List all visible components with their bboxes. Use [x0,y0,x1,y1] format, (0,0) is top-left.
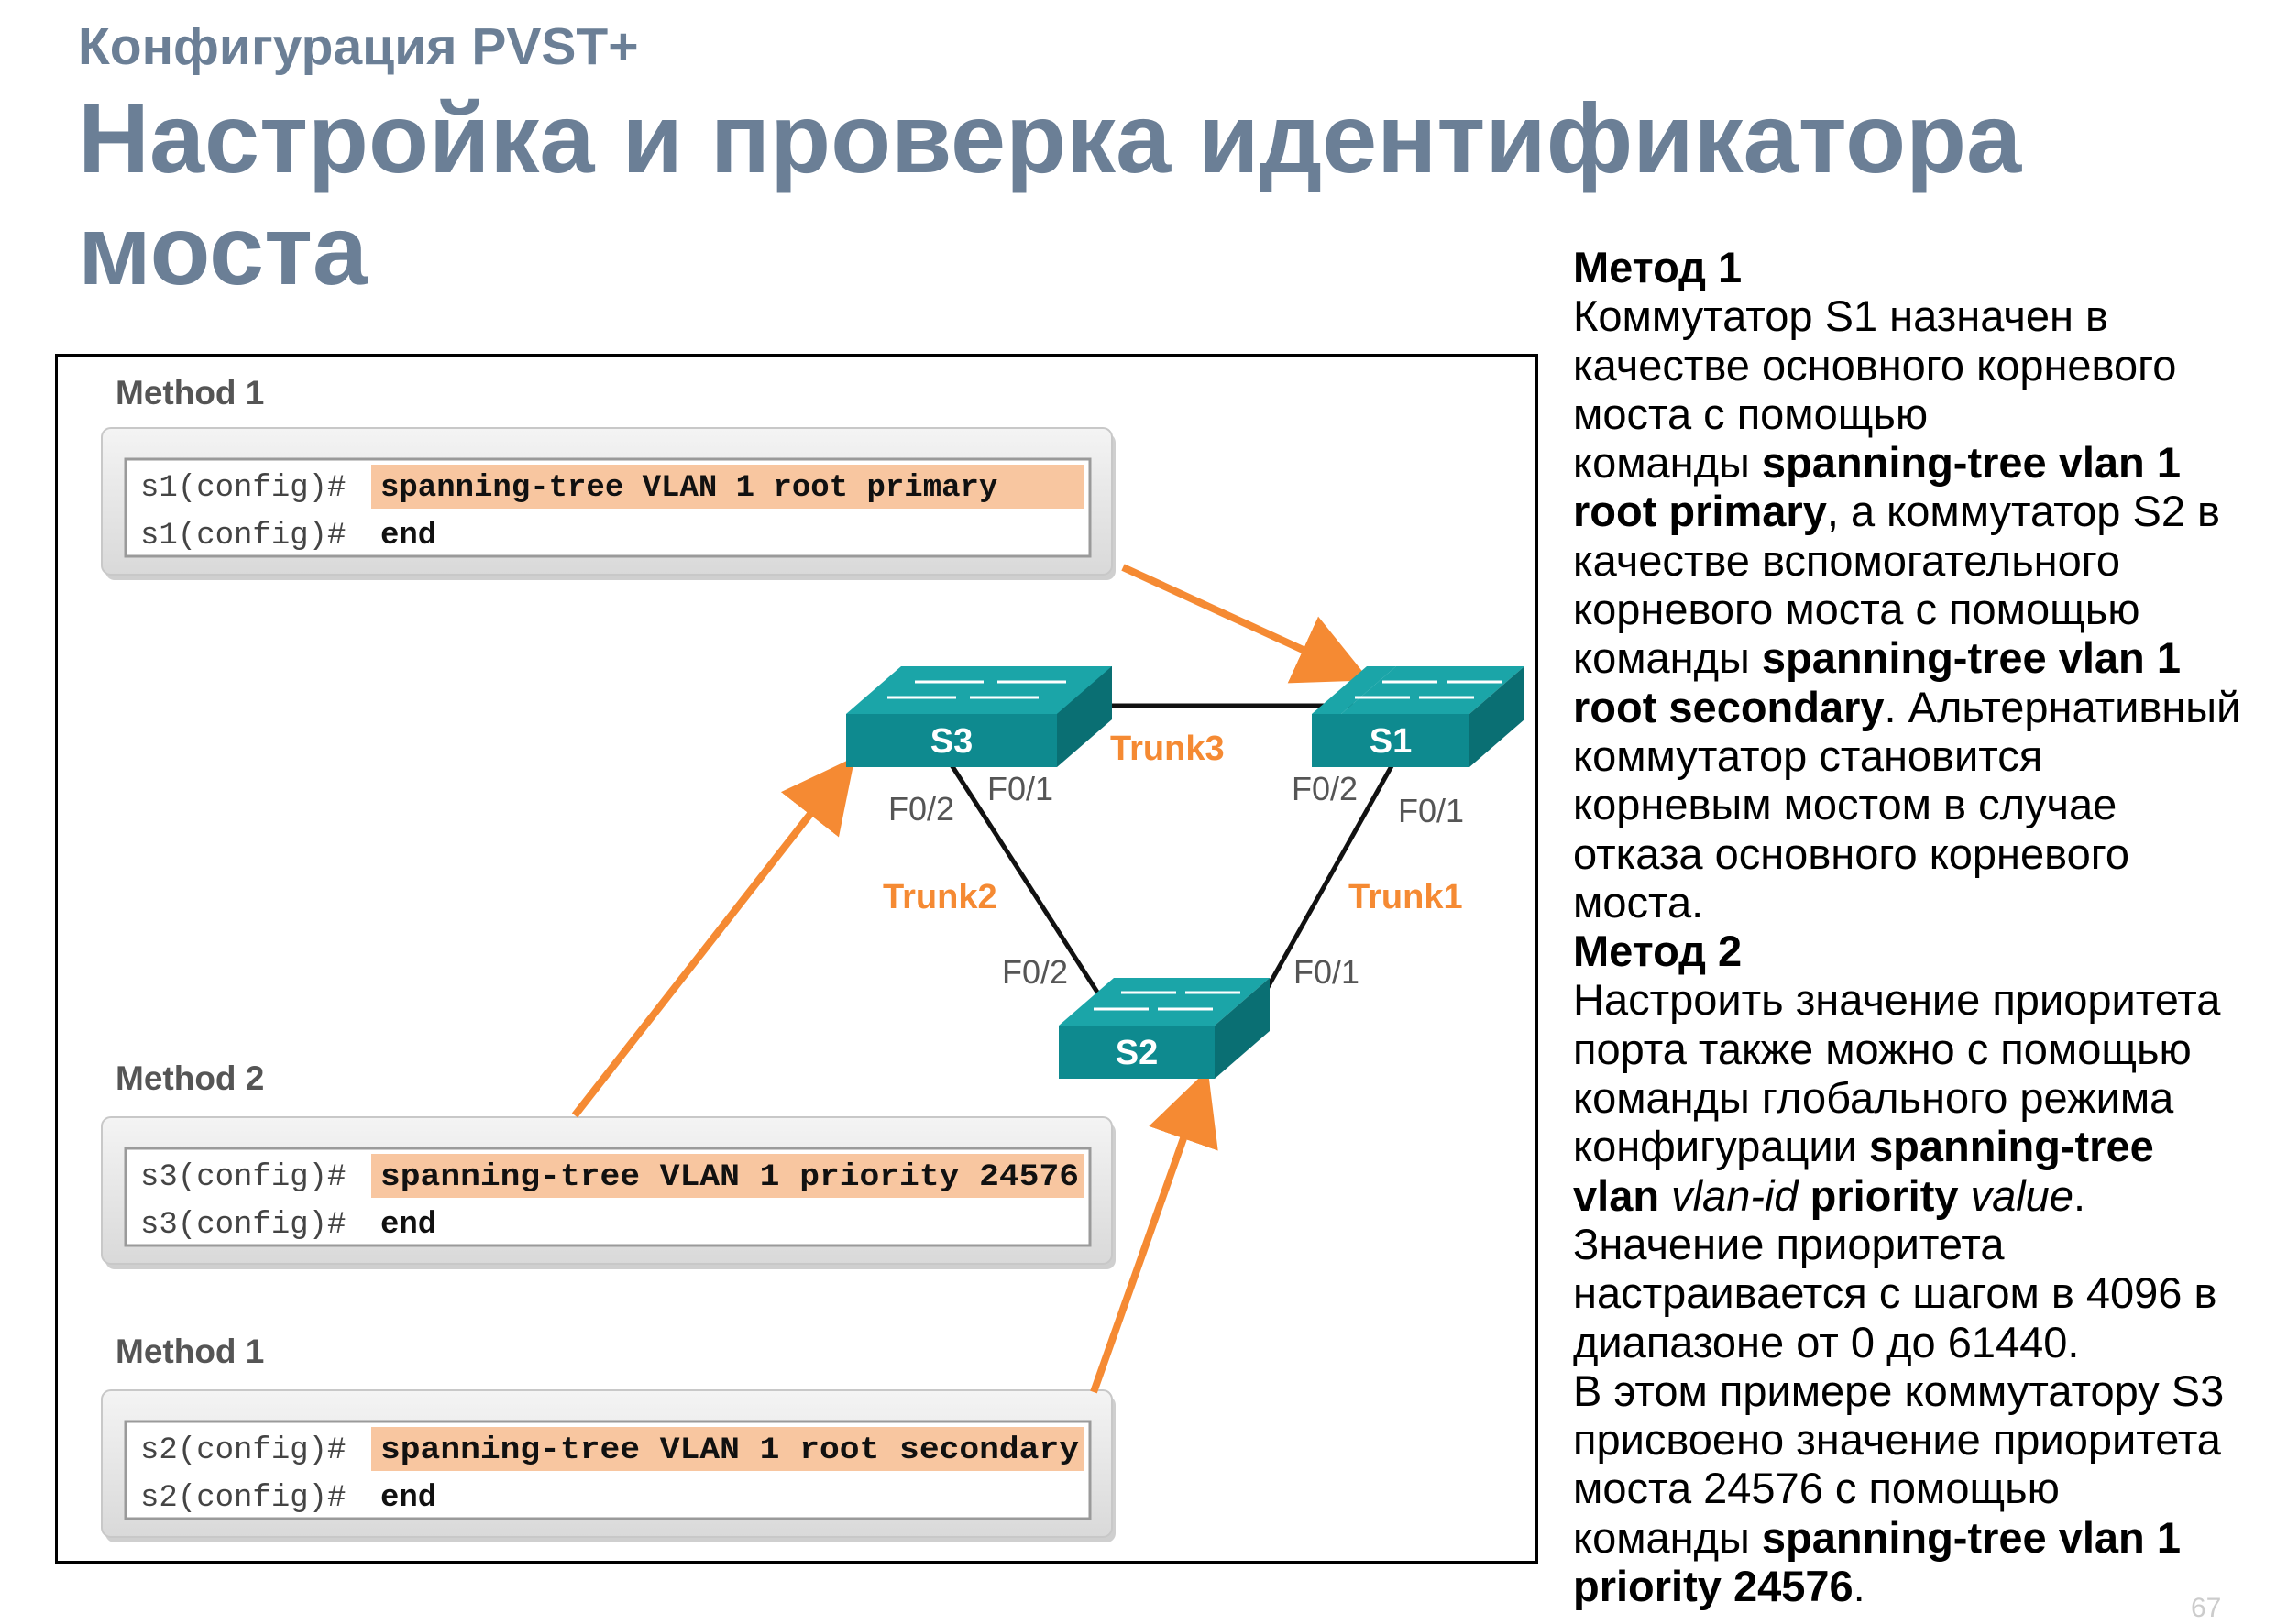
text-line: отказа основного корневого [1573,828,2129,878]
arrow-method2-to-s3 [571,756,855,1118]
text-line: настраивается с шагом в 4096 в [1573,1268,2217,1318]
text-line: порта также можно с помощью [1573,1024,2192,1073]
prompt-text: s3(config)# [140,1160,346,1195]
text-line: корневого моста с помощью [1573,585,2140,634]
port-label-s2-f01: F0/1 [1293,953,1359,991]
text-line: priority 24576. [1573,1562,1865,1611]
method-label-2: Method 2 [116,1059,264,1097]
switch-s3: S3 [846,666,1112,767]
command-text: spanning-tree VLAN 1 priority 24576 [380,1160,1079,1195]
arrow-method1b-to-s2 [1090,1069,1218,1394]
method1-heading: Метод 1 [1573,243,1743,291]
method2-heading: Метод 2 [1573,927,1743,976]
port-label-s1-f02: F0/2 [1292,770,1358,807]
text-line: команды глобального режима [1573,1073,2174,1123]
text-line: моста 24576 с помощью [1573,1464,2060,1513]
text-line: команды spanning-tree vlan 1 [1573,1512,2181,1562]
prompt-text: s2(config)# [140,1481,346,1516]
text-line: корневым мостом в случае [1573,780,2118,829]
command-text: spanning-tree VLAN 1 root secondary [380,1433,1079,1468]
text-line: В этом примере коммутатору S3 [1573,1366,2225,1415]
text-line: команды spanning-tree vlan 1 [1573,633,2181,683]
text-line: Значение приоритета [1573,1219,2005,1268]
trunk3-label: Trunk3 [1110,730,1225,768]
port-label-s3-f02: F0/2 [888,790,954,828]
text-line: Коммутатор S1 назначен в [1573,291,2108,341]
arrow-method1-to-s1 [1121,564,1370,684]
slide-title: Настройка и проверка идентификатора мост… [78,82,2022,305]
highlight-bar [371,1427,1084,1471]
switch-arrows-icon [887,680,1066,699]
highlight-bar [371,1154,1084,1198]
prompt-text: s3(config)# [140,1208,346,1243]
port-label-s2-f02: F0/2 [1002,953,1068,991]
method-label-1: Method 1 [116,374,264,411]
text-line: моста. [1573,877,1704,927]
port-label-s1-f01: F0/1 [1398,792,1464,829]
topology-canvas: Method 1 Method 2 Method 1 s1(config)# s… [101,374,1524,1542]
prompt-text: s2(config)# [140,1433,346,1468]
port-label-s3-f01: F0/1 [987,770,1053,807]
text-line: присвоено значение приоритета [1573,1415,2221,1465]
slide-subtitle: Конфигурация PVST+ [78,17,639,76]
trunk2-link [944,756,1107,1005]
text-line: vlan vlan-id priority value. [1573,1170,2086,1220]
method-label-3: Method 1 [116,1333,264,1370]
text-line: моста с помощью [1573,389,1929,438]
text-line: диапазоне от 0 до 61440. [1573,1317,2080,1366]
switch-label: S1 [1370,722,1412,761]
prompt-text: s1(config)# [140,471,346,506]
command-text: end [380,519,436,554]
switch-arrows-icon [1094,991,1240,1011]
trunk1-link [1256,756,1399,1005]
text-line: команды spanning-tree vlan 1 [1573,438,2181,488]
text-line: качестве основного корневого [1573,340,2177,390]
explanation-text: Метод 1 Коммутатор S1 назначен в качеств… [1573,243,2288,1610]
text-line: качестве вспомогательного [1573,535,2121,585]
switch-s2: S2 [1059,978,1270,1079]
switch-s1: S1 [1312,666,1524,767]
command-panel-2: s3(config)# spanning-tree VLAN 1 priorit… [101,1116,1116,1269]
switch-label: S3 [930,722,973,761]
switch-arrows-icon [1355,680,1502,699]
text-line: root secondary. Альтернативный [1573,682,2241,731]
command-text: spanning-tree VLAN 1 root primary [380,471,997,506]
command-text: end [380,1208,436,1243]
trunk2-label: Trunk2 [883,878,997,916]
command-text: end [380,1481,436,1516]
command-panel-3: s2(config)# spanning-tree VLAN 1 root se… [101,1389,1116,1542]
text-line: коммутатор становится [1573,730,2043,780]
trunk1-label: Trunk1 [1348,878,1463,916]
page-number: 67 [2191,1593,2222,1623]
text-line: root primary, а коммутатор S2 в [1573,487,2220,536]
text-line: конфигурации spanning-tree [1573,1122,2154,1171]
stp-topology-figure: Method 1 Method 2 Method 1 s1(config)# s… [55,354,1538,1564]
switch-label: S2 [1116,1034,1158,1072]
command-panel-1: s1(config)# spanning-tree VLAN 1 root pr… [101,427,1116,580]
highlight-bar [371,465,1084,509]
prompt-text: s1(config)# [140,519,346,554]
text-line: Настроить значение приоритета [1573,975,2221,1025]
